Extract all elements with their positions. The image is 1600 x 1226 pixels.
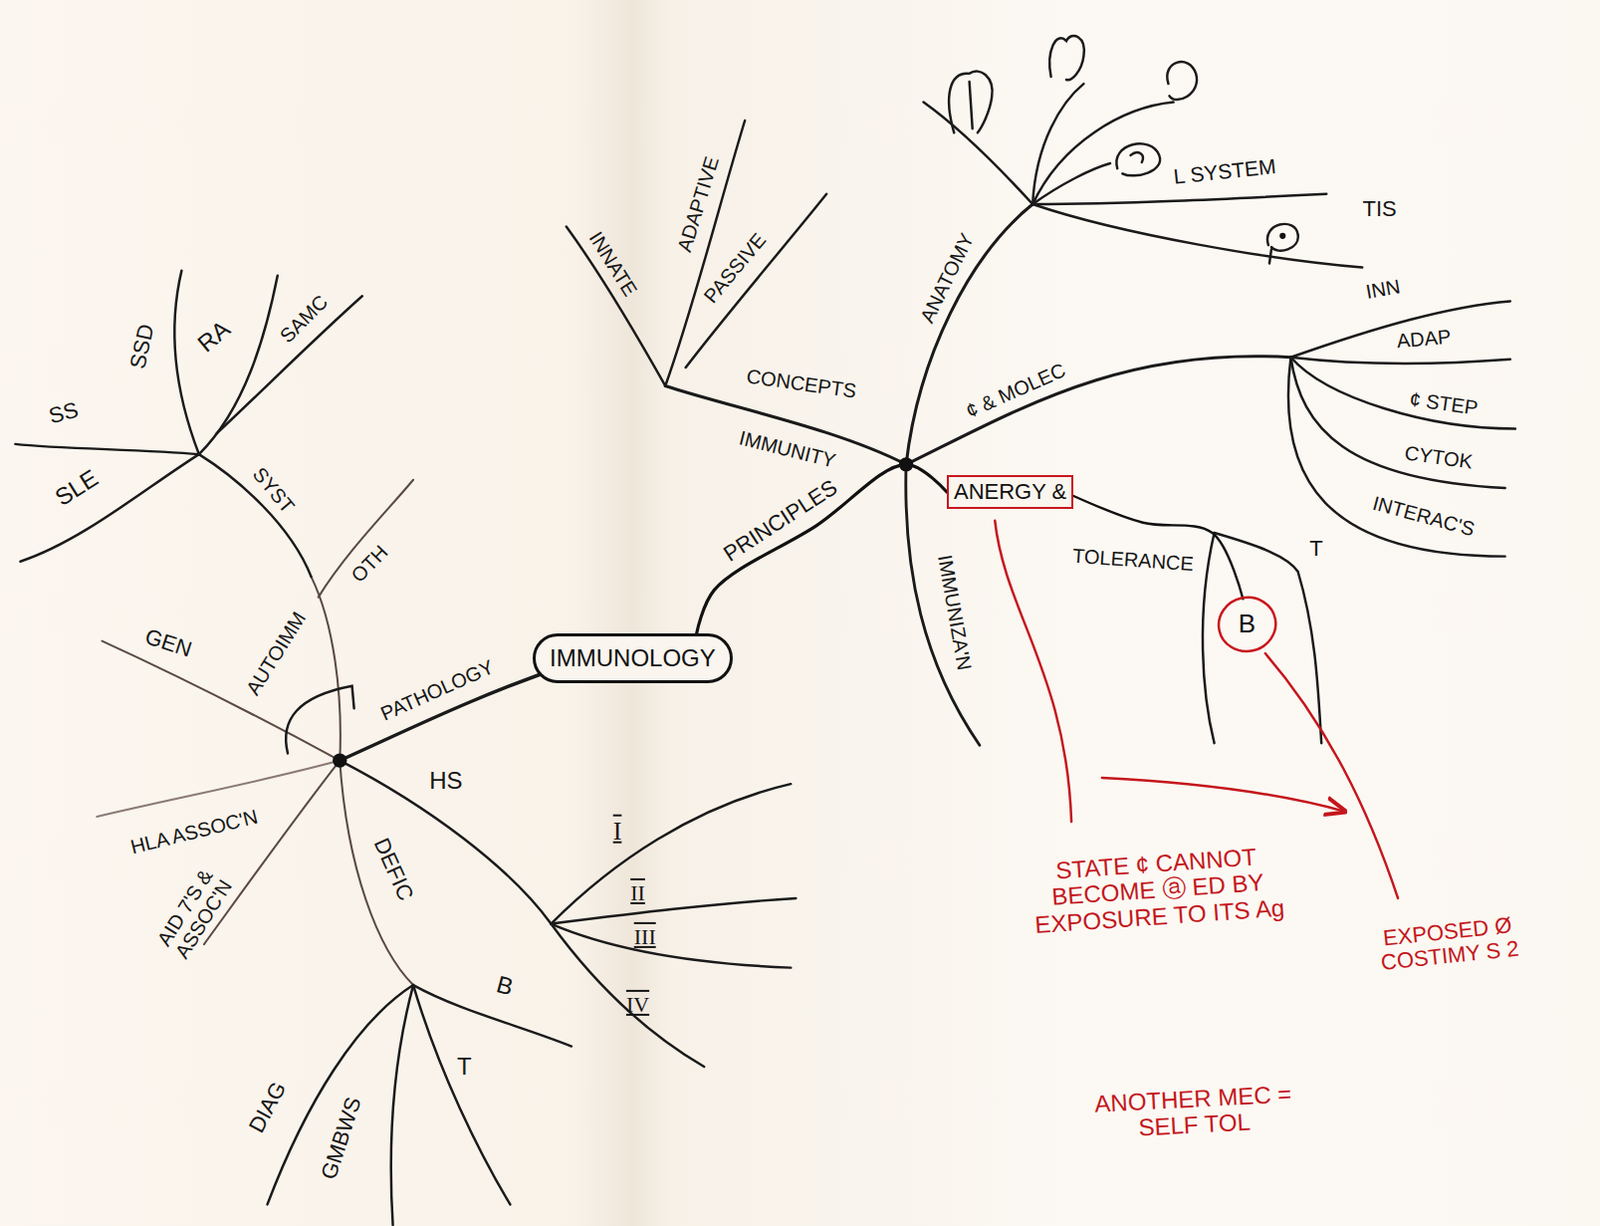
branch-label: SS bbox=[43, 397, 82, 430]
branch-line bbox=[14, 444, 199, 455]
node-text: IMMUNOLOGY bbox=[549, 644, 716, 673]
branch-line bbox=[413, 984, 572, 1046]
branch-label: GEN bbox=[140, 623, 198, 663]
branch-label: SAMC bbox=[274, 288, 334, 348]
note-text: ANOTHER MEC = SELF TOL bbox=[1086, 1080, 1302, 1144]
branch-label: ¢ STEP bbox=[1406, 387, 1482, 420]
branch-label: III bbox=[632, 924, 659, 949]
leader-line bbox=[994, 520, 1072, 822]
branch-label: TIS bbox=[1361, 197, 1399, 222]
branch-line bbox=[204, 760, 340, 944]
branch-label: ADAPTIVE bbox=[672, 152, 723, 257]
branch-label: DEFIC bbox=[367, 832, 419, 907]
organ-sketch bbox=[1116, 143, 1160, 176]
branch-label: L SYSTEM bbox=[1169, 154, 1279, 189]
branch-line bbox=[391, 984, 414, 1225]
sketch-dot bbox=[1279, 232, 1286, 239]
branch-line bbox=[906, 204, 1033, 464]
branch-line bbox=[685, 194, 827, 368]
branch-line bbox=[1032, 163, 1111, 205]
branch-label: INTERAC'S bbox=[1368, 490, 1479, 540]
branch-line bbox=[1202, 532, 1215, 743]
branch-line bbox=[174, 270, 200, 455]
ellipse-outline bbox=[1213, 592, 1281, 658]
branch-label: CONCEPTS bbox=[742, 364, 860, 403]
branch-label: GMBWS bbox=[316, 1091, 368, 1184]
branch-line bbox=[1032, 194, 1327, 205]
organ-sketch bbox=[948, 71, 992, 134]
branch-label: SYST bbox=[246, 460, 300, 518]
branch-label: ADAP bbox=[1393, 325, 1454, 353]
branch-label: II bbox=[628, 881, 648, 906]
branch-line bbox=[1290, 357, 1515, 430]
connector-line bbox=[696, 463, 947, 634]
branch-label: B bbox=[491, 970, 518, 1002]
branch-line bbox=[1290, 300, 1510, 357]
branch-line bbox=[1032, 204, 1363, 268]
branch-line bbox=[1288, 357, 1506, 557]
branch-line bbox=[311, 576, 341, 760]
branch-label: PASSIVE bbox=[697, 227, 771, 309]
branch-label: OTH bbox=[345, 538, 394, 588]
node-text: ANERGY & bbox=[953, 478, 1067, 504]
branch-line bbox=[19, 454, 199, 562]
highlight-box: ANERGY & bbox=[946, 474, 1074, 508]
branch-line bbox=[413, 984, 510, 1204]
organ-sketch bbox=[1166, 61, 1197, 100]
branch-line bbox=[566, 227, 666, 387]
branch-group bbox=[14, 35, 1516, 1225]
branch-line bbox=[1032, 102, 1173, 205]
organ-sketch bbox=[1049, 35, 1085, 80]
organ-sketch bbox=[1267, 224, 1299, 264]
leader-line bbox=[1265, 653, 1398, 899]
branch-line bbox=[199, 275, 278, 455]
branch-label: HS bbox=[427, 767, 464, 794]
topic-box: IMMUNOLOGY bbox=[532, 633, 733, 684]
hub-dot bbox=[332, 752, 347, 767]
branch-line bbox=[339, 760, 551, 924]
branch-line bbox=[923, 102, 1034, 205]
branch-line bbox=[101, 641, 340, 761]
branch-label: AUTOIMM bbox=[239, 605, 311, 700]
edge-label: TOLERANCE bbox=[1069, 543, 1196, 575]
branch-line bbox=[906, 356, 1291, 465]
branch-line bbox=[550, 898, 796, 924]
branch-label: RA bbox=[191, 314, 237, 359]
branch-label: SSD bbox=[126, 320, 161, 374]
branch-line bbox=[1290, 357, 1510, 364]
branch-label: CYTOK bbox=[1401, 441, 1477, 473]
branch-line bbox=[1290, 357, 1505, 488]
note-text: EXPOSED Ø COSTIMY S 2 bbox=[1370, 912, 1528, 976]
branch-label: HLA ASSOC'N bbox=[126, 804, 262, 859]
highlight-ellipse: B bbox=[1216, 595, 1278, 654]
branch-label: INN bbox=[1362, 274, 1404, 303]
branch-label: T bbox=[1307, 536, 1325, 561]
branch-label: AID 7'S & ASSOC'N bbox=[145, 853, 243, 973]
branch-line bbox=[550, 923, 791, 968]
branch-label: I bbox=[611, 817, 625, 847]
branch-label: IMMUNIZA'N bbox=[933, 550, 977, 674]
bracket bbox=[285, 685, 354, 754]
annotation-arrow bbox=[1102, 777, 1346, 812]
annotation-group bbox=[994, 520, 1398, 899]
note-text: STATE ¢ CANNOT BECOME ⓐ ED BY EXPOSURE T… bbox=[1024, 841, 1293, 938]
branch-line bbox=[550, 783, 791, 923]
branch-line bbox=[199, 454, 312, 577]
branch-line bbox=[318, 479, 414, 598]
branch-label: IV bbox=[624, 992, 652, 1017]
branch-label: DIAG bbox=[242, 1076, 291, 1139]
branch-label: T bbox=[455, 1053, 474, 1080]
branch-label: SLE bbox=[48, 463, 105, 513]
node-text: B bbox=[1238, 609, 1256, 640]
branch-line bbox=[550, 923, 704, 1067]
